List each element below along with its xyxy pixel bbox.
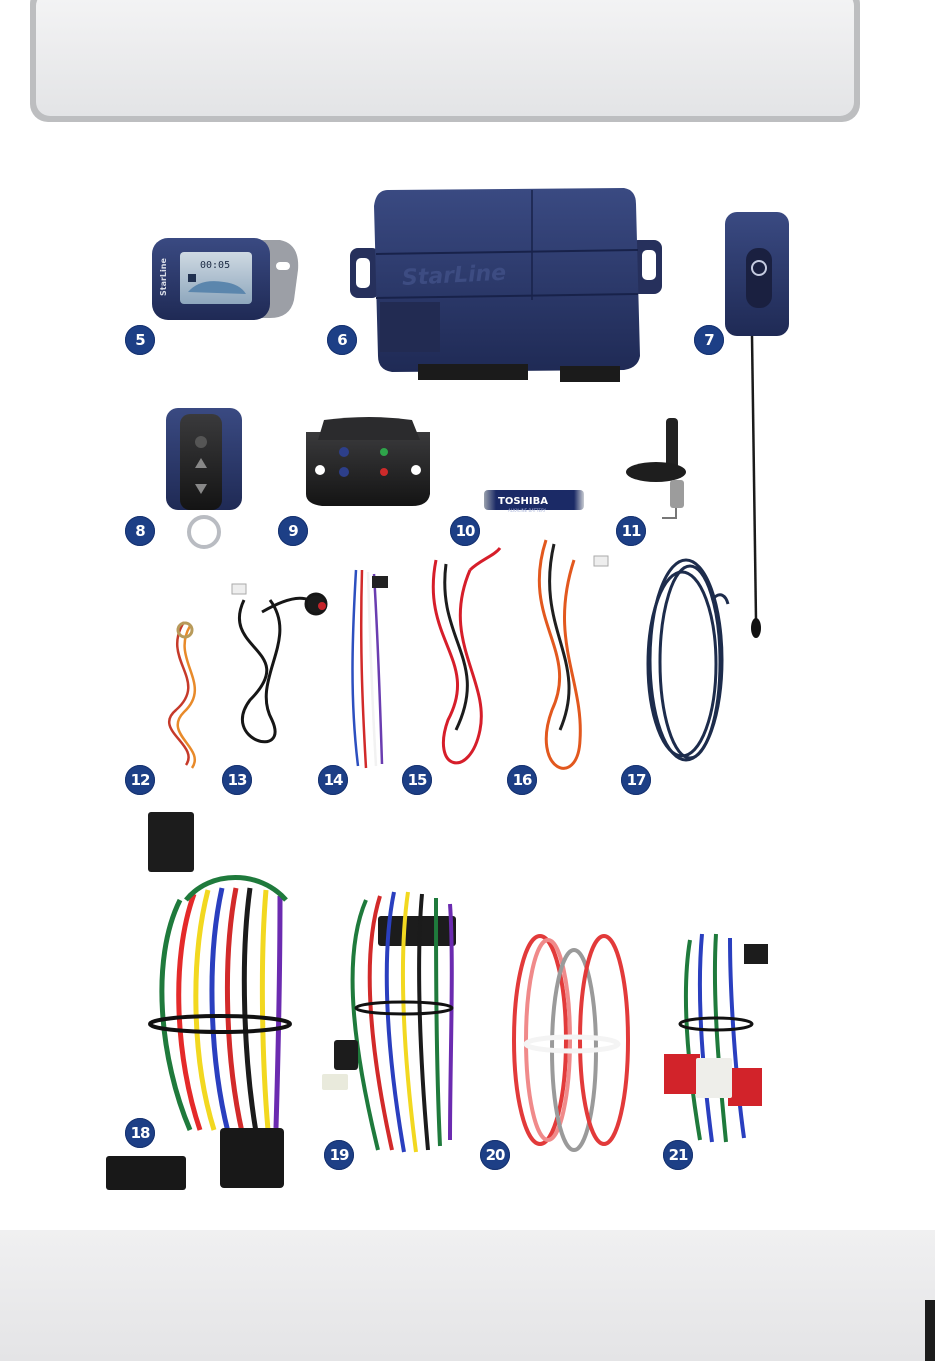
temp-sensor <box>169 622 195 768</box>
red-cable <box>433 548 500 763</box>
orange-cable <box>539 540 608 768</box>
badge-10: 10 <box>450 516 480 546</box>
remote-brand-label: StarLine <box>159 258 168 296</box>
relay-harness <box>664 934 768 1142</box>
blue-cable <box>648 560 728 760</box>
badge-6: 6 <box>327 325 357 355</box>
led-cable <box>353 570 389 768</box>
badge-16: 16 <box>507 765 537 795</box>
remote-lcd: 00:05 StarLine <box>152 238 298 320</box>
battery: TOSHIBA ALKALINE BATTERY <box>484 490 584 513</box>
lcd-time: 00:05 <box>200 260 230 271</box>
badge-8: 8 <box>125 516 155 546</box>
control-unit: StarLine <box>350 188 662 382</box>
badge-21: 21 <box>663 1140 693 1170</box>
button-cable <box>232 584 326 742</box>
badge-9: 9 <box>278 516 308 546</box>
aux-harness <box>322 892 456 1152</box>
badge-11: 11 <box>616 516 646 546</box>
shock-sensor <box>306 417 430 506</box>
battery-brand: TOSHIBA <box>498 496 548 507</box>
badge-13: 13 <box>222 765 252 795</box>
badge-15: 15 <box>402 765 432 795</box>
transceiver <box>725 212 789 638</box>
badge-20: 20 <box>480 1140 510 1170</box>
power-harness <box>514 936 628 1150</box>
badge-7: 7 <box>694 325 724 355</box>
hood-switch <box>626 418 686 518</box>
badge-19: 19 <box>324 1140 354 1170</box>
badge-14: 14 <box>318 765 348 795</box>
badge-12: 12 <box>125 765 155 795</box>
battery-type: ALKALINE BATTERY <box>508 508 546 513</box>
badge-5: 5 <box>125 325 155 355</box>
remote-key <box>166 408 242 547</box>
badge-17: 17 <box>621 765 651 795</box>
badge-18: 18 <box>125 1118 155 1148</box>
